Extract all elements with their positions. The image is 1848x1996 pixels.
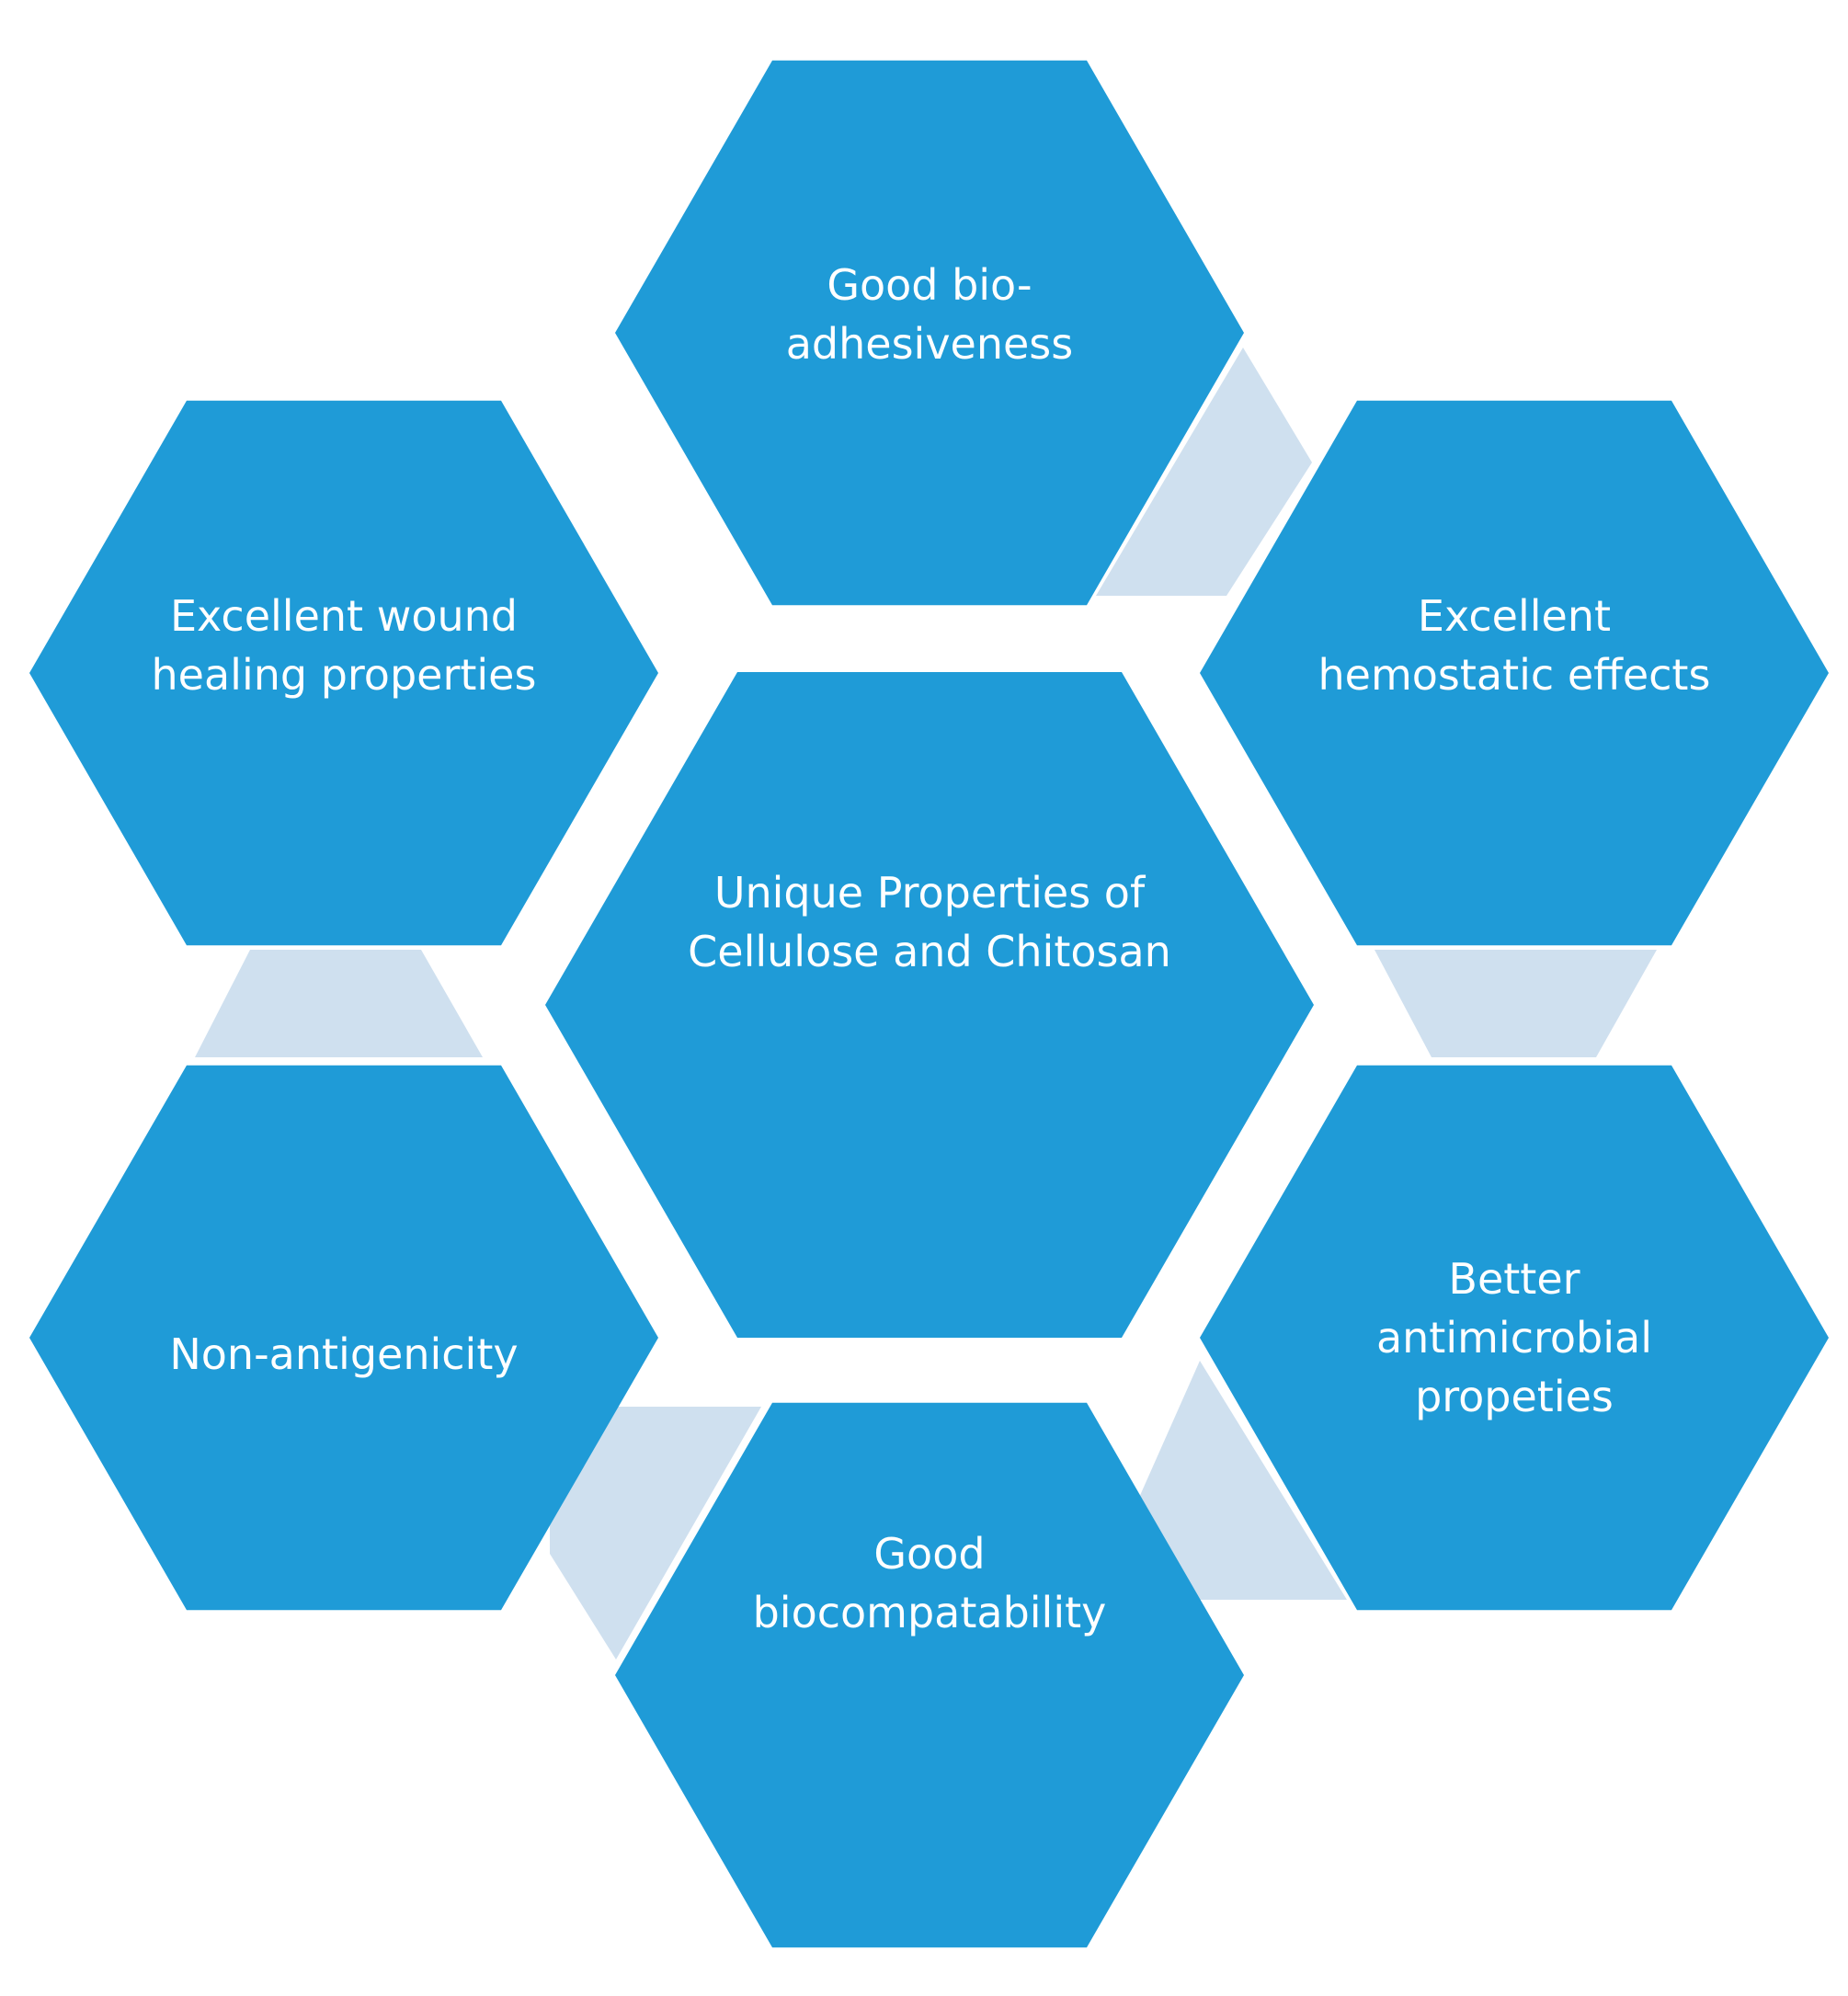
- connector-top-to-upper-right: [1096, 348, 1312, 596]
- connector-bottom-to-lower-left: [550, 1407, 761, 1660]
- connector-upper-right-to-lower-right: [1375, 950, 1657, 1057]
- property-hexagon-bottom: [615, 1402, 1244, 1948]
- property-hexagon-lower-left: [29, 1065, 658, 1611]
- connector-lower-right-to-bottom: [1135, 1361, 1347, 1600]
- connector-layer: [195, 348, 1657, 1660]
- property-hexagon-upper-left: [29, 400, 658, 946]
- center-hexagon: [545, 672, 1314, 1338]
- property-hexagon-lower-right: [1200, 1065, 1829, 1611]
- property-hexagon-top: [615, 60, 1244, 606]
- hexagon-layer: [29, 60, 1829, 1948]
- property-hexagon-upper-right: [1200, 400, 1829, 946]
- connector-lower-left-to-upper-left: [195, 950, 483, 1057]
